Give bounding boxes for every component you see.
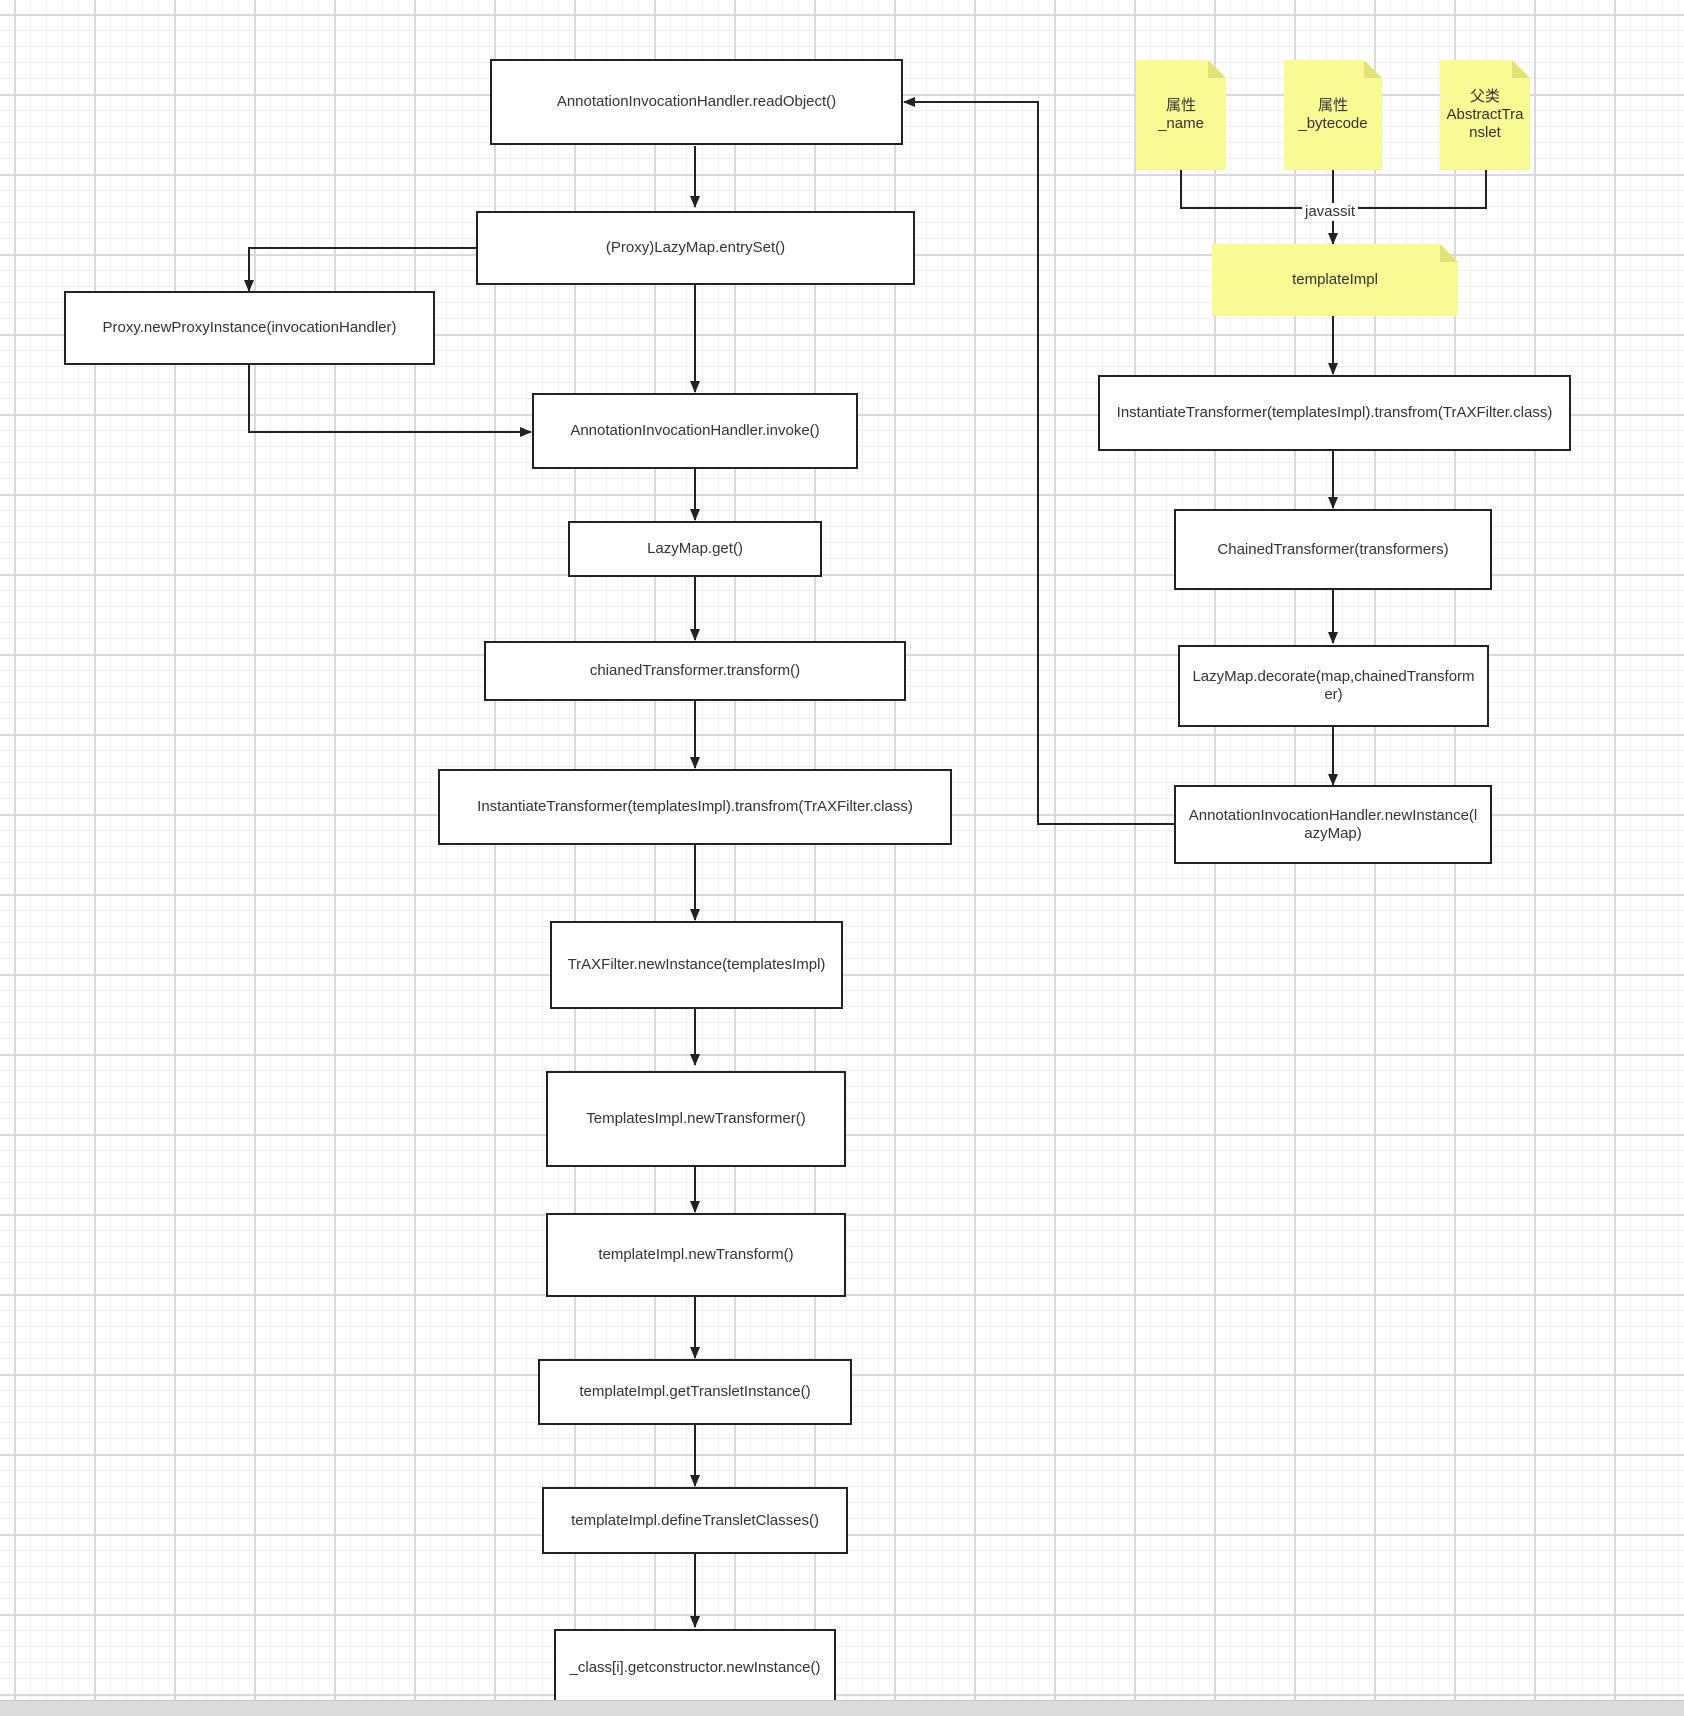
node-new-transform[interactable]: templateImpl.newTransform(): [546, 1213, 846, 1297]
node-aih-newinstance[interactable]: AnnotationInvocationHandler.newInstance(…: [1174, 785, 1492, 864]
node-label: templateImpl.getTransletInstance(): [579, 1383, 811, 1400]
node-class-newinstance[interactable]: _class[i].getconstructor.newInstance(): [554, 1629, 836, 1707]
node-label: LazyMap.decorate(map,chainedTransformer): [1192, 668, 1475, 703]
node-chained-transform[interactable]: chianedTransformer.transform(): [484, 641, 906, 701]
node-traxfilter[interactable]: TrAXFilter.newInstance(templatesImpl): [550, 921, 843, 1009]
note-parent[interactable]: 父类 AbstractTranslet: [1440, 60, 1530, 170]
node-label: ChainedTransformer(transformers): [1217, 540, 1449, 558]
node-lazymap-get[interactable]: LazyMap.get(): [568, 521, 822, 577]
node-readobject[interactable]: AnnotationInvocationHandler.readObject(): [490, 59, 903, 145]
node-label: InstantiateTransformer(templatesImpl).tr…: [477, 798, 913, 815]
node-label: AnnotationInvocationHandler.invoke(): [570, 422, 820, 439]
node-label: InstantiateTransformer(templatesImpl).tr…: [1116, 404, 1553, 421]
node-define-classes[interactable]: templateImpl.defineTransletClasses(): [542, 1487, 848, 1554]
node-label: TrAXFilter.newInstance(templatesImpl): [567, 956, 826, 973]
node-label: AnnotationInvocationHandler.newInstance(…: [1188, 806, 1478, 842]
node-label: Proxy.newProxyInstance(invocationHandler…: [102, 319, 397, 336]
node-get-translet[interactable]: templateImpl.getTransletInstance(): [538, 1359, 852, 1425]
edge-aih-newinstance-to-readobject: [903, 97, 1175, 825]
edge-label-javassit: javassit: [1302, 203, 1359, 221]
note-label: templateImpl: [1292, 271, 1378, 288]
node-label: (Proxy)LazyMap.entrySet(): [605, 239, 786, 256]
note-label: 属性 _bytecode: [1298, 97, 1368, 132]
node-label: AnnotationInvocationHandler.readObject(): [556, 93, 837, 110]
node-label: templateImpl.newTransform(): [598, 1246, 794, 1263]
node-invoke[interactable]: AnnotationInvocationHandler.invoke(): [532, 393, 858, 469]
node-chained-ctor[interactable]: ChainedTransformer(transformers): [1174, 509, 1492, 590]
edge-entryset-to-newproxy: [244, 247, 477, 292]
note-label: 属性 _name: [1158, 97, 1204, 132]
node-new-transformer[interactable]: TemplatesImpl.newTransformer(): [546, 1071, 846, 1167]
note-name[interactable]: 属性 _name: [1136, 60, 1226, 170]
edge-newproxy-to-invoke: [248, 365, 532, 437]
node-entryset[interactable]: (Proxy)LazyMap.entrySet(): [476, 211, 915, 285]
horizontal-scrollbar[interactable]: [0, 1700, 1684, 1716]
node-decorate[interactable]: LazyMap.decorate(map,chainedTransformer): [1178, 645, 1489, 727]
node-label: templateImpl.defineTransletClasses(): [571, 1511, 819, 1529]
node-instantiate-left[interactable]: InstantiateTransformer(templatesImpl).tr…: [438, 769, 952, 845]
node-newproxy[interactable]: Proxy.newProxyInstance(invocationHandler…: [64, 291, 435, 365]
note-label: 父类 AbstractTranslet: [1446, 88, 1524, 141]
node-label: _class[i].getconstructor.newInstance(): [569, 1659, 821, 1676]
node-label: TemplatesImpl.newTransformer(): [586, 1110, 806, 1127]
node-instantiate-right[interactable]: InstantiateTransformer(templatesImpl).tr…: [1098, 375, 1571, 451]
note-templateimpl[interactable]: templateImpl: [1212, 244, 1458, 316]
note-bytecode[interactable]: 属性 _bytecode: [1284, 60, 1382, 170]
node-label: LazyMap.get(): [647, 540, 743, 557]
node-label: chianedTransformer.transform(): [589, 662, 801, 679]
